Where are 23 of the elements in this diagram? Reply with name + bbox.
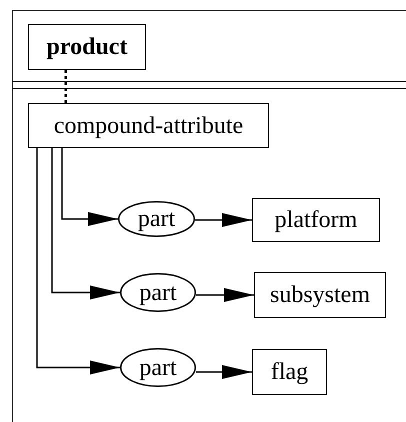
node-label: subsystem bbox=[270, 283, 370, 307]
entity-box bbox=[252, 349, 327, 395]
arrow bbox=[51, 148, 120, 300]
relation-ellipse bbox=[120, 273, 196, 312]
node-label: part bbox=[139, 356, 177, 380]
entity-box bbox=[252, 198, 380, 242]
entity-box bbox=[254, 272, 386, 318]
node-label: product bbox=[46, 35, 128, 59]
relation-ellipse bbox=[118, 201, 195, 237]
node-label: part bbox=[139, 280, 177, 304]
arrow bbox=[196, 365, 252, 379]
entity-box bbox=[28, 24, 146, 70]
node-label: part bbox=[138, 207, 176, 231]
node-label: platform bbox=[274, 208, 358, 232]
connector-line bbox=[64, 70, 67, 103]
arrow bbox=[36, 148, 120, 374]
node-label: compound-attribute bbox=[54, 114, 244, 138]
node-label: flag bbox=[270, 360, 308, 384]
arrow bbox=[196, 288, 254, 302]
arrow bbox=[195, 213, 252, 227]
relation-ellipse bbox=[120, 348, 196, 387]
arrow bbox=[61, 148, 118, 226]
entity-box bbox=[28, 103, 269, 148]
